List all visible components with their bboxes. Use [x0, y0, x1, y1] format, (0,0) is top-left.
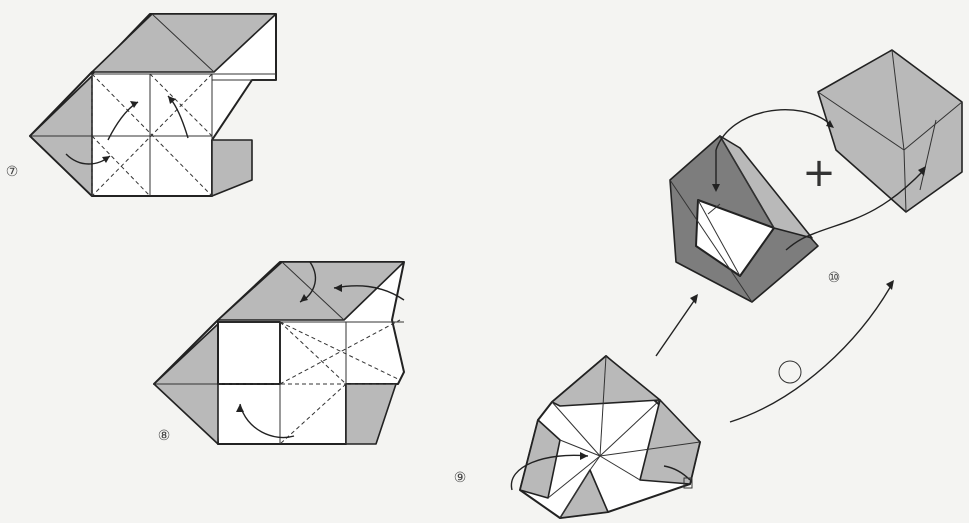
step-8-right-corner	[346, 384, 396, 444]
step-8-figure	[154, 262, 404, 444]
step-9-label: ⑨	[452, 470, 468, 486]
step-10-cube	[818, 50, 962, 212]
step-7-label: ⑦	[4, 164, 20, 180]
step-7-right-corner	[212, 140, 252, 196]
step-10-label: ⑩	[826, 270, 842, 286]
turn-over-symbol	[779, 361, 801, 383]
step-7-figure	[30, 14, 276, 196]
plus-symbol: +	[802, 150, 836, 196]
step-9-figure	[511, 280, 894, 518]
step-8-inner-square	[218, 322, 280, 384]
step-8-label: ⑧	[156, 428, 172, 444]
